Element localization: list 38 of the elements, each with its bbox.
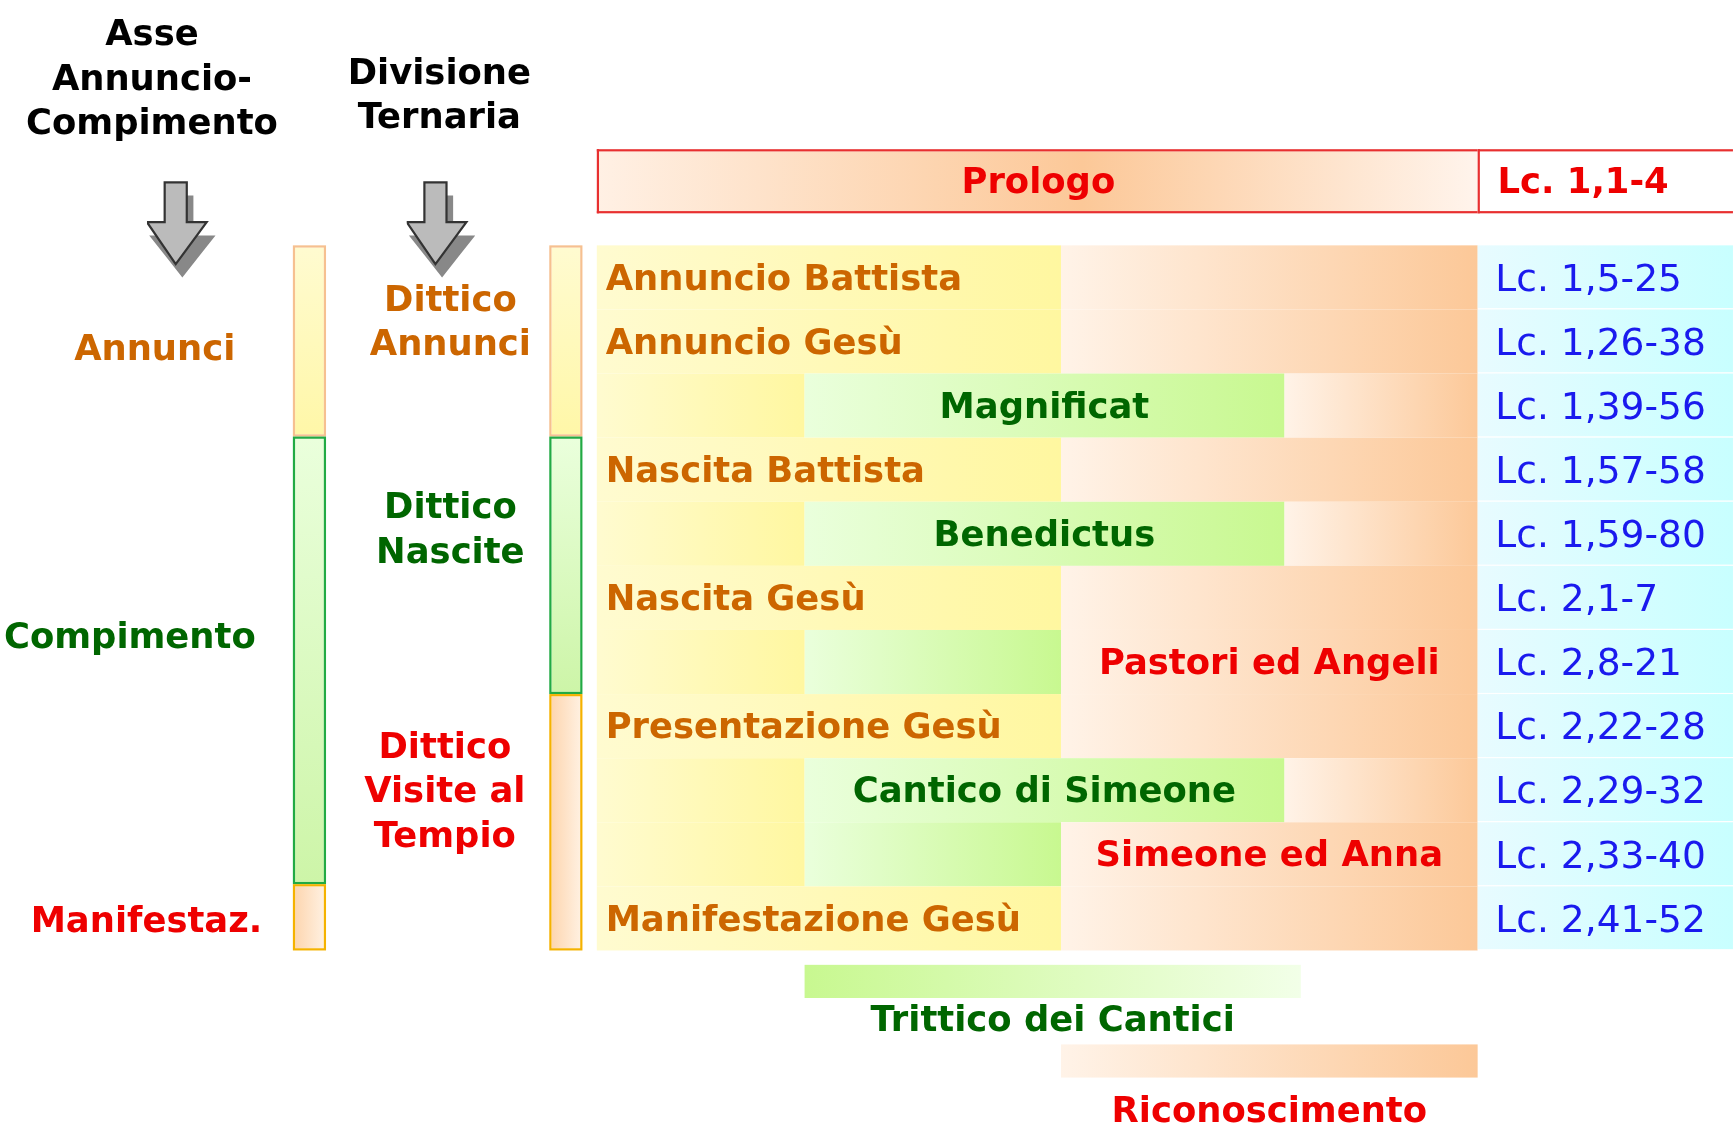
passage-band: Annuncio Battista — [596, 245, 1478, 310]
reference-cell: Lc. 2,33-40 — [1477, 822, 1733, 887]
section-bar — [549, 245, 583, 437]
reference-cell: Lc. 2,22-28 — [1477, 694, 1733, 759]
reference-cell: Lc. 1,39-56 — [1477, 373, 1733, 438]
passage-band: Benedictus — [596, 501, 1478, 566]
section-label: Annunci — [73, 326, 237, 371]
section-bar — [292, 436, 327, 885]
passage-band: Magnificat — [596, 373, 1478, 438]
section-label: Compimento — [2, 613, 257, 658]
passage-band: Cantico di Simeone — [596, 758, 1478, 823]
reference-cell: Lc. 2,29-32 — [1477, 758, 1733, 823]
section-bar — [292, 884, 327, 951]
reference-cell: Lc. 2,1-7 — [1477, 565, 1733, 630]
reference-cell: Lc. 1,59-80 — [1477, 501, 1733, 566]
reference-cell: Lc. 1,57-58 — [1477, 437, 1733, 502]
section-label: Dittico Annunci — [368, 276, 532, 365]
column-heading: Divisione Ternaria — [346, 49, 532, 139]
section-label: Dittico Visite al Tempio — [363, 724, 527, 857]
passage-band: Manifestazione Gesù — [596, 886, 1478, 951]
section-bar — [292, 245, 327, 437]
passage-band: Annuncio Gesù — [596, 309, 1478, 374]
reference-cell: Lc. 1,26-38 — [1477, 309, 1733, 374]
passage-band: Simeone ed Anna — [596, 822, 1478, 887]
reference-cell: Lc. 2,8-21 — [1477, 629, 1733, 695]
reference-cell: Lc. 1,5-25 — [1477, 245, 1733, 310]
section-bar — [549, 694, 583, 951]
reference-cell: Lc. 1,1-4 — [1477, 149, 1733, 214]
passage-band: Presentazione Gesù — [596, 694, 1478, 759]
passage-band: Pastori ed Angeli — [596, 629, 1478, 695]
reference-cell: Lc. 2,41-52 — [1477, 886, 1733, 951]
section-label: Manifestaz. — [29, 897, 264, 942]
section-bar — [549, 436, 583, 695]
section-label: Dittico Nascite — [375, 484, 526, 573]
column-heading: Asse Annuncio-Compimento — [25, 11, 279, 144]
passage-band: Nascita Battista — [596, 437, 1478, 502]
passage-band: Nascita Gesù — [596, 565, 1478, 630]
title-band: Prologo — [596, 149, 1478, 214]
